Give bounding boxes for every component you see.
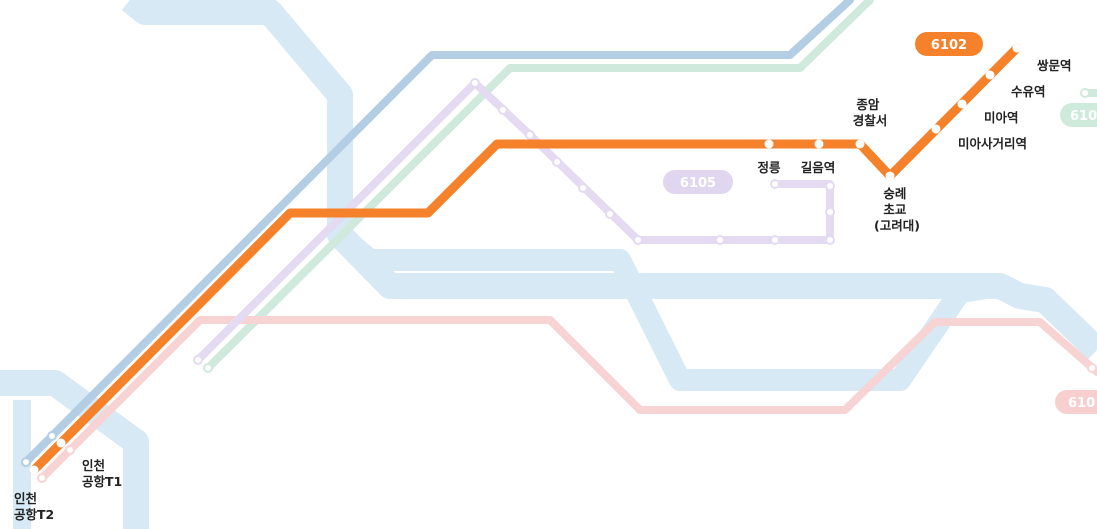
badge-6105[interactable]: 6105 — [663, 170, 733, 194]
badge-6105-bg — [663, 170, 733, 194]
stop — [65, 445, 75, 455]
stop — [605, 209, 615, 219]
stop-gireum[interactable] — [814, 139, 824, 149]
faded-stops — [21, 78, 1097, 483]
label-incheon-t1: 인천 공항T1 — [82, 458, 122, 489]
route-blue-line — [22, 0, 854, 466]
label-sungnye: 숭례 초교 (고려대) — [874, 186, 920, 233]
stop-incheon-t2[interactable] — [29, 465, 39, 475]
stop — [193, 355, 203, 365]
stop — [470, 78, 480, 88]
label-mia: 미아역 — [984, 110, 1019, 125]
label-suyu: 수유역 — [1011, 84, 1046, 99]
label-ssangmun: 쌍문역 — [1037, 58, 1072, 73]
stop-mia[interactable] — [957, 99, 967, 109]
label-miasageori: 미아사거리역 — [958, 136, 1027, 151]
stop-ssangmun[interactable] — [1012, 43, 1022, 53]
route-6102-stops — [29, 43, 1022, 475]
stop — [1080, 88, 1090, 98]
river-middle-branch — [332, 226, 1002, 391]
stop — [498, 105, 508, 115]
stop-sungnye[interactable] — [885, 171, 895, 181]
stop — [525, 130, 535, 140]
badge-6102-label: 6102 — [931, 38, 967, 53]
stop-miasageori[interactable] — [931, 124, 941, 134]
stop — [825, 181, 835, 191]
stop — [770, 235, 780, 245]
faded-routes — [22, 0, 1097, 482]
stop — [770, 179, 780, 189]
stop — [825, 235, 835, 245]
label-gireum: 길음역 — [801, 160, 836, 175]
stop-incheon-t1[interactable] — [56, 438, 66, 448]
stop — [633, 235, 643, 245]
stop — [825, 207, 835, 217]
stop — [203, 363, 213, 373]
label-incheon-t2: 인천 공항T2 — [14, 491, 54, 522]
label-jeongneung: 정릉 — [757, 160, 781, 175]
route-pink-line — [38, 316, 1097, 482]
route-green-line — [204, 0, 874, 372]
stop — [1087, 363, 1097, 373]
stop — [552, 157, 562, 167]
stop-jongam[interactable] — [855, 139, 865, 149]
badge-6105-label: 6105 — [680, 176, 716, 191]
badge-pink-label: 610 — [1068, 396, 1095, 411]
stop-suyu[interactable] — [985, 70, 995, 80]
badge-green-label: 610 — [1070, 109, 1097, 124]
badge-pink-partial[interactable]: 610 — [1055, 390, 1097, 414]
stop — [578, 183, 588, 193]
stop — [37, 473, 47, 483]
badge-pink-bg — [1055, 390, 1097, 414]
stop-jeongneung[interactable] — [764, 139, 774, 149]
badge-6102[interactable]: 6102 — [915, 32, 983, 56]
label-jongam: 종암 경찰서 — [853, 97, 888, 128]
badge-6102-bg — [915, 32, 983, 56]
badge-green-partial[interactable]: 610 — [1060, 103, 1097, 127]
badge-green-bg — [1060, 103, 1097, 127]
stop — [21, 457, 31, 467]
stop — [47, 431, 57, 441]
stop — [715, 235, 725, 245]
